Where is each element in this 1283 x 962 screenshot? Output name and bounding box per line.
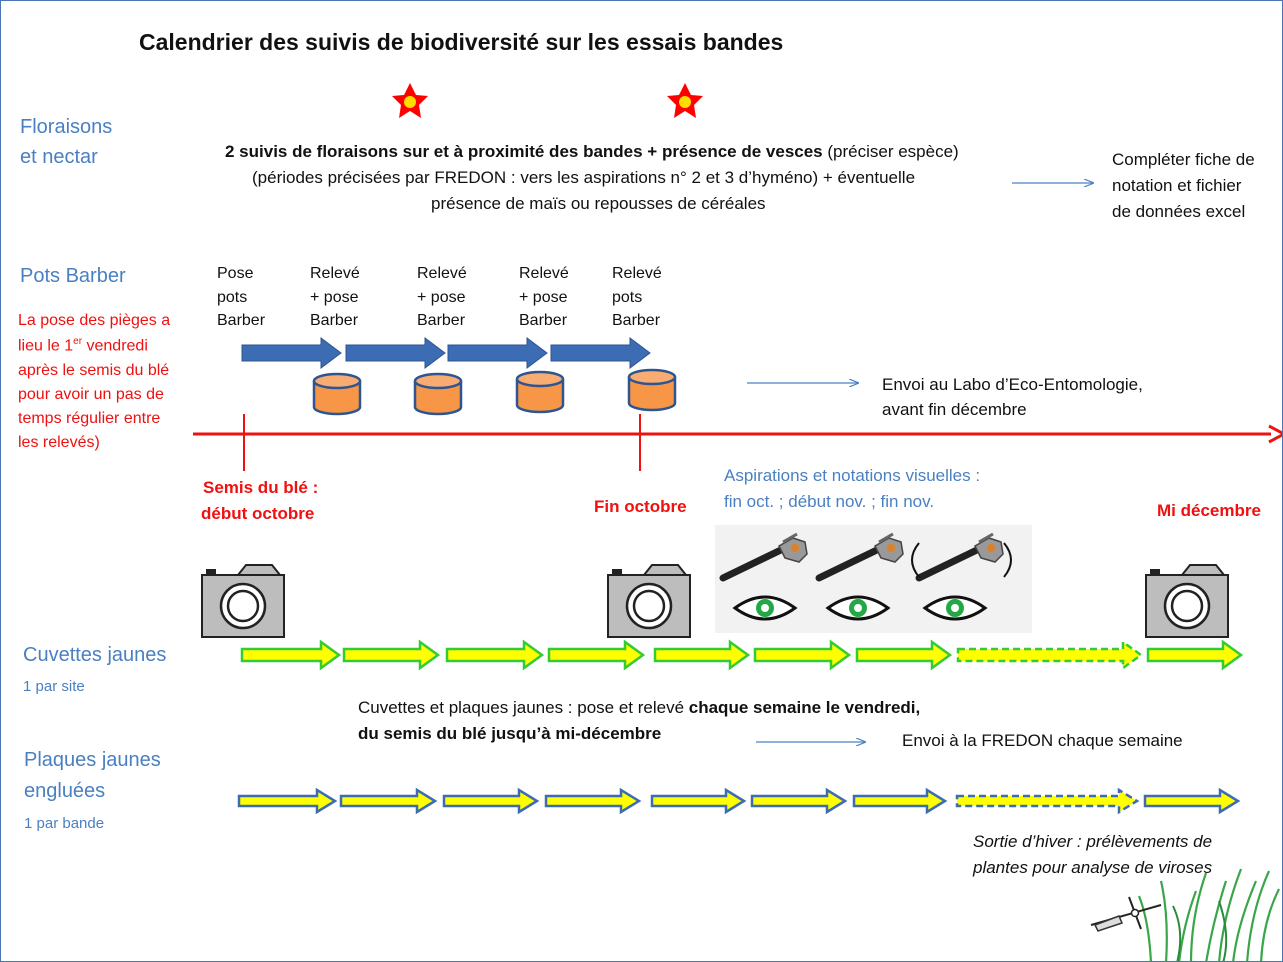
fin-octobre-label: Fin octobre xyxy=(594,497,687,516)
open-paren-icon xyxy=(911,542,920,578)
barber-arrow xyxy=(447,337,548,369)
pot-icon xyxy=(515,370,565,414)
pot-icon xyxy=(627,368,677,412)
cuvettes-desc-bold: chaque semaine le vendredi, xyxy=(688,698,921,717)
barber-arrow xyxy=(550,337,651,369)
floraisons-desc-bold: 2 suivis de floraisons sur et à proximit… xyxy=(225,142,823,161)
barber-step-4-line1: Relevé xyxy=(519,265,569,282)
plaque-arrow xyxy=(544,787,642,815)
fredon-send-label: Envoi à la FREDON chaque semaine xyxy=(902,731,1183,750)
cuvettes-arrows xyxy=(240,639,1244,671)
aspirations-line1: Aspirations et notations visuelles : xyxy=(724,466,981,485)
cuvette-arrow xyxy=(342,639,441,671)
plaque-arrow xyxy=(442,787,540,815)
plaque-arrow xyxy=(750,787,848,815)
pots-send-line1: Envoi au Labo d’Eco-Entomologie, xyxy=(882,375,1143,394)
pot-icon xyxy=(312,372,362,416)
pots-note-line2-text: lieu le 1 xyxy=(18,337,74,355)
floraisons-label-line1: Floraisons xyxy=(20,116,113,138)
barber-step-1-line3: Barber xyxy=(217,312,266,329)
cuvettes-sub: 1 par site xyxy=(23,678,85,695)
cuvette-arrow xyxy=(855,639,953,671)
floraisons-action-line1: Compléter fiche de xyxy=(1112,150,1255,169)
floraisons-action-line2: notation et fichier xyxy=(1112,176,1242,195)
page-title: Calendrier des suivis de biodiversité su… xyxy=(139,29,784,55)
barber-step-4-line2: + pose xyxy=(519,289,568,306)
barber-step-5-line1: Relevé xyxy=(612,265,662,282)
cuvettes-desc-line1: Cuvettes et plaques jaunes : pose et rel… xyxy=(358,697,920,720)
cuvettes-label: Cuvettes jaunes xyxy=(23,644,167,666)
pots-note-line1: La pose des pièges a xyxy=(18,312,171,329)
cuvette-arrow xyxy=(653,639,751,671)
plaques-arrows xyxy=(237,787,1241,815)
plaques-label-line2: engluées xyxy=(24,780,106,802)
floraisons-action-line3: de données excel xyxy=(1112,202,1246,221)
barber-step-1-line1: Pose xyxy=(217,265,254,282)
floraisons-desc-line1: 2 suivis de floraisons sur et à proximit… xyxy=(225,141,959,164)
barber-arrow xyxy=(345,337,446,369)
pots-note-line2: lieu le 1er vendredi xyxy=(18,335,148,357)
plaque-arrow xyxy=(852,787,948,815)
floraisons-desc-rest: (préciser espèce) xyxy=(822,142,959,161)
cuvette-arrow xyxy=(1146,639,1244,671)
flower-icon xyxy=(667,83,703,118)
pots-note-line5: temps régulier entre xyxy=(18,410,161,427)
camera-icon xyxy=(606,563,692,639)
pots-note-line6: les relevés) xyxy=(18,434,100,451)
timeline-axis xyxy=(193,414,1282,471)
barber-arrows xyxy=(241,337,651,369)
camera-icon xyxy=(1144,563,1230,639)
pots-note-sup: er xyxy=(73,336,83,347)
scissors-grass-icon xyxy=(1090,868,1280,961)
barber-step-3-line3: Barber xyxy=(417,312,466,329)
barber-arrow xyxy=(241,337,342,369)
pots-note-line2-end: vendredi xyxy=(82,337,148,355)
barber-step-2-line3: Barber xyxy=(310,312,359,329)
barber-step-1-line2: pots xyxy=(217,289,248,306)
cuvettes-desc-line2: du semis du blé jusqu’à mi-décembre xyxy=(358,724,662,743)
plaques-label-line1: Plaques jaunes xyxy=(24,749,161,771)
cuvette-arrow xyxy=(240,639,342,671)
cuvette-arrow xyxy=(753,639,852,671)
floraisons-desc-line2: (périodes précisées par FREDON : vers le… xyxy=(252,168,916,187)
floraisons-desc-line3: présence de maïs ou repousses de céréale… xyxy=(431,194,766,213)
aspirations-panel xyxy=(715,525,1032,633)
pots-note-line4: pour avoir un pas de xyxy=(18,386,164,403)
mi-decembre-label: Mi décembre xyxy=(1157,501,1261,520)
barber-step-3-line1: Relevé xyxy=(417,265,467,282)
barber-step-4-line3: Barber xyxy=(519,312,568,329)
camera-icon xyxy=(200,563,286,639)
barber-step-5-line2: pots xyxy=(612,289,643,306)
plaque-arrow xyxy=(339,787,438,815)
plaques-sub: 1 par bande xyxy=(24,815,105,832)
barber-pots xyxy=(312,368,677,416)
plaque-arrow xyxy=(1143,787,1241,815)
close-paren-icon xyxy=(1003,542,1012,578)
semis-label-line1: Semis du blé : xyxy=(203,478,319,497)
barber-step-2-line2: + pose xyxy=(310,289,359,306)
plaque-arrow xyxy=(237,787,338,815)
pot-icon xyxy=(413,372,463,416)
plaque-arrow xyxy=(650,787,747,815)
cuvettes-desc-normal: Cuvettes et plaques jaunes : pose et rel… xyxy=(358,698,689,717)
aspirations-line2: fin oct. ; début nov. ; fin nov. xyxy=(724,492,935,511)
floraisons-label-line2: et nectar xyxy=(20,146,98,168)
cuvette-arrow-dashed xyxy=(956,639,1144,671)
pots-note-line3: après le semis du blé xyxy=(18,362,170,379)
cuvette-arrow xyxy=(547,639,646,671)
semis-label-line2: début octobre xyxy=(201,504,315,523)
winter-line2: plantes pour analyse de viroses xyxy=(973,858,1213,877)
pots-barber-label: Pots Barber xyxy=(20,265,126,287)
cuvette-arrow xyxy=(445,639,545,671)
barber-step-3-line2: + pose xyxy=(417,289,466,306)
barber-step-2-line1: Relevé xyxy=(310,265,360,282)
barber-step-5-line3: Barber xyxy=(612,312,661,329)
winter-line1: Sortie d’hiver : prélèvements de xyxy=(973,832,1213,851)
plaque-arrow-dashed xyxy=(955,787,1140,815)
flower-icon xyxy=(392,83,428,118)
pots-send-line2: avant fin décembre xyxy=(882,400,1027,419)
